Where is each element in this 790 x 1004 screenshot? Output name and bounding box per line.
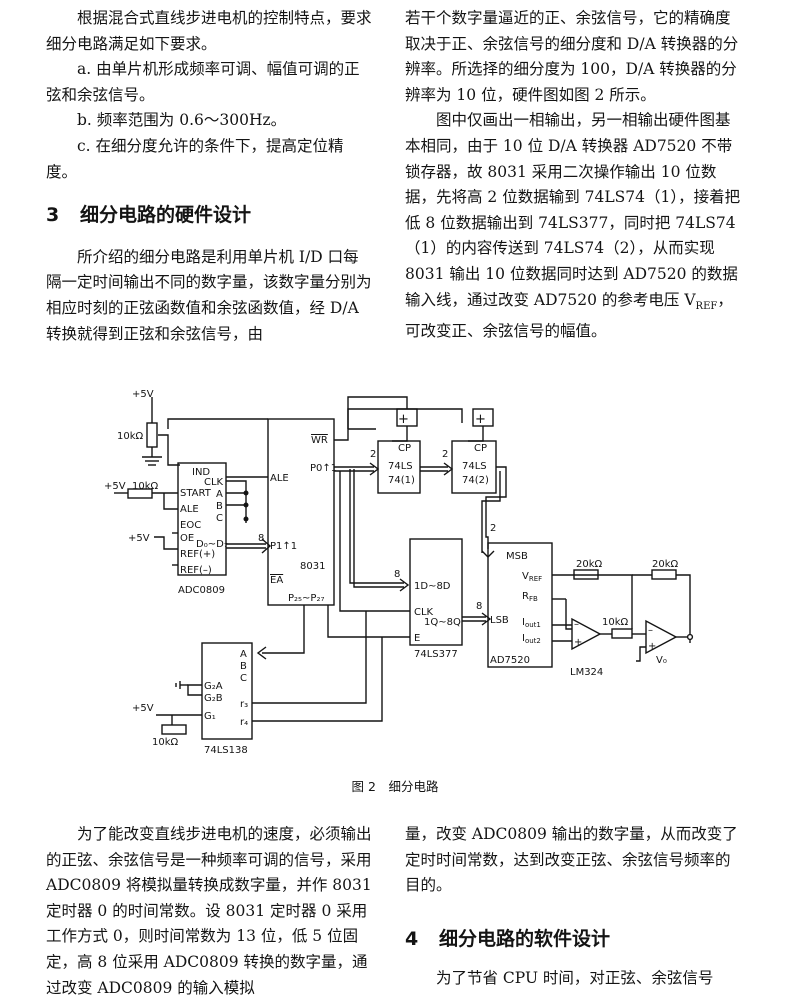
adc-pin-ref-minus: REF(–) [180, 565, 212, 576]
resistor-label-start: 10kΩ [132, 481, 159, 492]
requirement-a: a. 由单片机形成频率可调、幅值可调的正弦和余弦信号。 [46, 60, 360, 104]
paragraph-hardware-detail-tail: ，可改变正、余弦信号的幅值。 [405, 290, 733, 341]
decoder-pin-g2a: G₂A [204, 681, 223, 692]
latch-pin-e: E [414, 633, 420, 644]
bus-width-8-b: 8 [394, 569, 400, 580]
adc-pin-ind: IND [192, 467, 210, 478]
flipflop-1-label-a: 74LS [388, 461, 413, 472]
figure-caption: 图 2 细分电路 [351, 779, 439, 794]
supply-label-ref: +5V [128, 533, 150, 544]
section-title: 细分电路的硬件设计 [80, 204, 252, 227]
resistor-label-g1: 10kΩ [152, 737, 179, 748]
resistor-label-10k: 10kΩ [602, 617, 629, 628]
dac-pin-lsb: LSB [490, 615, 509, 626]
latch-pin-d: 1D~8D [414, 581, 451, 592]
opamp-2-minus: – [648, 625, 653, 636]
right-column-top: 若干个数字量逼近的正、余弦信号，它的精确度取决于正、余弦信号的细分度和 D/A … [405, 6, 745, 345]
decoder-pin-g1: G₁ [204, 711, 216, 722]
section-number: 3 [46, 204, 60, 227]
requirement-c: c. 在细分度允许的条件下，提高定位精度。 [46, 136, 344, 181]
decoder-pin-g2b: G₂B [204, 693, 223, 704]
supply-label-start: +5V [104, 481, 126, 492]
dac-pin-rfb: RFB [522, 591, 538, 603]
paragraph-precision: 若干个数字量逼近的正、余弦信号，它的精确度取决于正、余弦信号的细分度和 D/A … [405, 9, 739, 104]
opamp-1-plus: + [574, 637, 582, 648]
adc-chip-label: ADC0809 [178, 585, 225, 596]
flipflop-1-label-b: 74(1) [388, 475, 415, 486]
decoder-pin-b: B [240, 661, 247, 672]
left-column-top: 根据混合式直线步进电机的控制特点，要求细分电路满足如下要求。 a. 由单片机形成… [46, 6, 372, 347]
flipflop-2-label-b: 74(2) [462, 475, 489, 486]
bus-width-2-c: 2 [490, 523, 496, 534]
decoder-pin-c: C [240, 673, 247, 684]
supply-label-top: +5V [132, 389, 154, 400]
mcu-chip-label: 8031 [300, 561, 325, 572]
decoder-pin-r4: r₄ [240, 717, 248, 728]
adc-pin-clk: CLK [204, 477, 224, 488]
mcu-pin-ea: EA [270, 575, 283, 586]
mcu-pin-p11: P1↑1 [270, 541, 297, 552]
bus-width-8-c: 8 [476, 601, 482, 612]
mcu-pin-ale: ALE [270, 473, 289, 484]
potentiometer-label: 10kΩ [117, 431, 144, 442]
resistor-label-20k-a: 20kΩ [576, 559, 603, 570]
adc-pin-a: A [216, 489, 223, 500]
latch-pin-q: 1Q~8Q [424, 617, 461, 628]
dac-pin-vref: VREF [522, 571, 542, 583]
decoder-pin-r3: r₃ [240, 699, 248, 710]
vref-subscript: REF [695, 300, 718, 312]
decoder-chip-label: 74LS138 [204, 745, 248, 756]
adc-pin-c: C [216, 513, 223, 524]
paragraph-frequency-control: 为了能改变直线步进电机的速度，必须输出的正弦、余弦信号是一种频率可调的信号，采用… [46, 825, 372, 997]
section-heading-4: 4 细分电路的软件设计 [405, 927, 745, 953]
opamp-chip-label: LM324 [570, 667, 603, 678]
section-heading-3: 3 细分电路的硬件设计 [46, 203, 372, 229]
dac-chip-label: AD7520 [490, 655, 530, 666]
bus-width-2-b: 2 [442, 449, 448, 460]
paragraph-hardware-detail-text: 图中仅画出一相输出，另一相输出硬件图基本相同，由于 10 位 D/A 转换器 A… [405, 111, 741, 309]
latch-chip-label: 74LS377 [414, 649, 458, 660]
flipflop-2-label-a: 74LS [462, 461, 487, 472]
latch-pin-clk: CLK [414, 607, 434, 618]
paragraph-hardware-detail: 图中仅画出一相输出，另一相输出硬件图基本相同，由于 10 位 D/A 转换器 A… [405, 108, 745, 344]
opamp-2-plus: + [648, 641, 656, 652]
mcu-pin-p25p27: P₂₅~P₂₇ [288, 593, 324, 604]
right-column-bottom: 量，改变 ADC0809 输出的数字量，从而改变了定时时间常数，达到改变正弦、余… [405, 822, 745, 992]
mcu-pin-wr: WR [311, 435, 328, 446]
resistor-label-20k-b: 20kΩ [652, 559, 679, 570]
adc-pin-eoc: EOC [180, 520, 201, 531]
flipflop-2-pin-cp: CP [474, 443, 487, 454]
xor-gate-1-symbol: + [398, 412, 409, 427]
adc-pin-b: B [216, 501, 223, 512]
decoder-pin-a: A [240, 649, 247, 660]
paragraph-hardware-intro: 所介绍的细分电路是利用单片机 I/D 口每隔一定时间输出不同的数字量，该数字量分… [46, 247, 372, 343]
left-column-bottom: 为了能改变直线步进电机的速度，必须输出的正弦、余弦信号是一种频率可调的信号，采用… [46, 822, 372, 1001]
adc-pin-start: START [180, 488, 212, 499]
paragraph-software-intro: 为了节省 CPU 时间，对正弦、余弦信号 [436, 969, 714, 988]
section-number-4: 4 [405, 927, 419, 950]
dac-pin-iout1: Iout1 [522, 617, 541, 629]
section-title-4: 细分电路的软件设计 [439, 927, 611, 950]
output-voltage-label: V₀ [656, 655, 667, 666]
adc-pin-oe: OE [180, 533, 194, 544]
bus-width-2-a: 2 [370, 449, 376, 460]
bus-width-8-a: 8 [258, 533, 264, 544]
xor-gate-2-symbol: + [475, 412, 486, 427]
requirement-b: b. 频率范围为 0.6～300Hz。 [77, 111, 287, 130]
opamp-1-minus: – [574, 619, 579, 630]
adc-pin-ale: ALE [180, 504, 199, 515]
dac-pin-msb: MSB [506, 551, 528, 562]
paragraph-frequency-continued: 量，改变 ADC0809 输出的数字量，从而改变了定时时间常数，达到改变正弦、余… [405, 825, 738, 895]
mcu-pin-p01: P0↑1 [310, 463, 337, 474]
flipflop-1-pin-cp: CP [398, 443, 411, 454]
paragraph-requirements-intro: 根据混合式直线步进电机的控制特点，要求细分电路满足如下要求。 [46, 9, 372, 53]
supply-label-g1: +5V [132, 703, 154, 714]
subdivision-circuit-diagram: +5V 10kΩ IND +5V 10kΩ START ALE EOC OE D… [104, 389, 694, 756]
dac-pin-iout2: Iout2 [522, 633, 541, 645]
adc-pin-d0d7: D₀~D₇ [196, 539, 228, 550]
adc-pin-ref-plus: REF(+) [180, 549, 215, 560]
